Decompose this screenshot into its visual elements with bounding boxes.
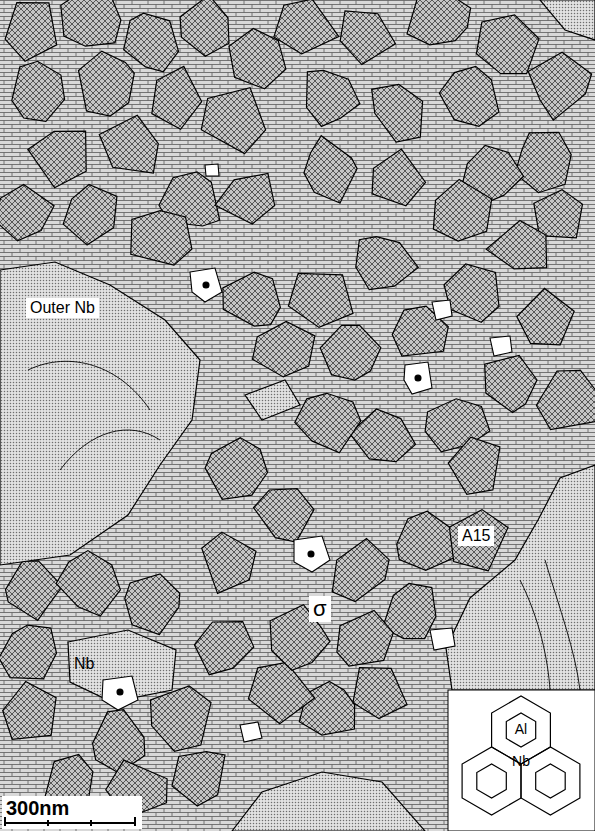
- atom-label: Al: [515, 722, 527, 737]
- a15-grain: [340, 11, 395, 65]
- a15-grain: [444, 264, 499, 322]
- a15-grain: [337, 610, 393, 666]
- a15-grain: [332, 539, 389, 602]
- a15-grain: [407, 0, 471, 45]
- a15-grain: [439, 66, 499, 126]
- a15-grain: [61, 0, 121, 46]
- a15-grain: [205, 438, 267, 500]
- a15-grain: [79, 51, 135, 116]
- a15-grain: [5, 3, 57, 62]
- a15-grain: [254, 489, 315, 542]
- a15-grain: [215, 173, 275, 224]
- a15-grain: [131, 211, 192, 266]
- scale-bar-label: 300nm: [6, 797, 69, 819]
- a15-grain: [28, 131, 86, 188]
- a15-grain: [433, 179, 491, 241]
- a15-grain: [536, 370, 595, 429]
- phase-label: Outer Nb: [26, 298, 99, 318]
- scale-bar: [2, 796, 142, 829]
- a15-grain: [372, 149, 426, 206]
- a15-grain: [486, 221, 546, 269]
- a15-grain: [528, 52, 591, 120]
- phase-label: σ: [309, 596, 331, 622]
- a15-grain: [295, 393, 361, 453]
- a15-grain: [534, 190, 583, 238]
- a15-grain: [125, 574, 180, 635]
- lattice-hexagon: [536, 764, 566, 798]
- a15-grain: [248, 662, 314, 723]
- a15-grain: [515, 132, 571, 192]
- voids: [102, 164, 512, 742]
- a15-grain: [12, 61, 65, 121]
- a15-grain: [0, 625, 56, 679]
- a15-grain: [194, 622, 253, 675]
- a15-grain: [353, 668, 407, 719]
- a15-grain: [172, 752, 225, 806]
- a15-grain: [449, 510, 508, 571]
- a15-grain: [356, 237, 419, 290]
- a15-grain: [476, 15, 539, 74]
- phase-label: A15: [458, 526, 494, 546]
- a15-grain: [99, 115, 158, 173]
- a15-grain: [151, 686, 212, 751]
- a15-grain: [3, 682, 56, 740]
- a15-grain: [274, 0, 339, 54]
- a15-grain: [320, 325, 381, 380]
- atom-label: Nb: [512, 754, 530, 769]
- a15-grain: [517, 288, 574, 344]
- a15-grain: [0, 185, 54, 241]
- a15-grain: [6, 561, 63, 621]
- a15-grain: [56, 551, 120, 616]
- a15-grain: [253, 321, 315, 377]
- a15-grain: [288, 273, 353, 327]
- a15-grain: [397, 511, 456, 570]
- a15-grain: [448, 437, 500, 494]
- phase-label: Nb: [74, 655, 94, 673]
- lattice-hexagon: [477, 764, 507, 798]
- a15-grain: [307, 70, 360, 126]
- a15-grain: [304, 136, 357, 203]
- a15-grain: [63, 185, 117, 245]
- a15-grain: [485, 355, 537, 412]
- a15-grain: [152, 66, 202, 129]
- inset-lattice: [448, 690, 595, 831]
- a15-grain: [223, 272, 281, 326]
- a15-grain: [201, 88, 265, 154]
- a15-grain: [202, 532, 256, 593]
- a15-grain: [180, 0, 229, 56]
- a15-grain: [93, 710, 145, 773]
- a15-grain: [124, 13, 179, 72]
- a15-grain: [372, 84, 423, 142]
- lattice-hexagon: [506, 713, 535, 747]
